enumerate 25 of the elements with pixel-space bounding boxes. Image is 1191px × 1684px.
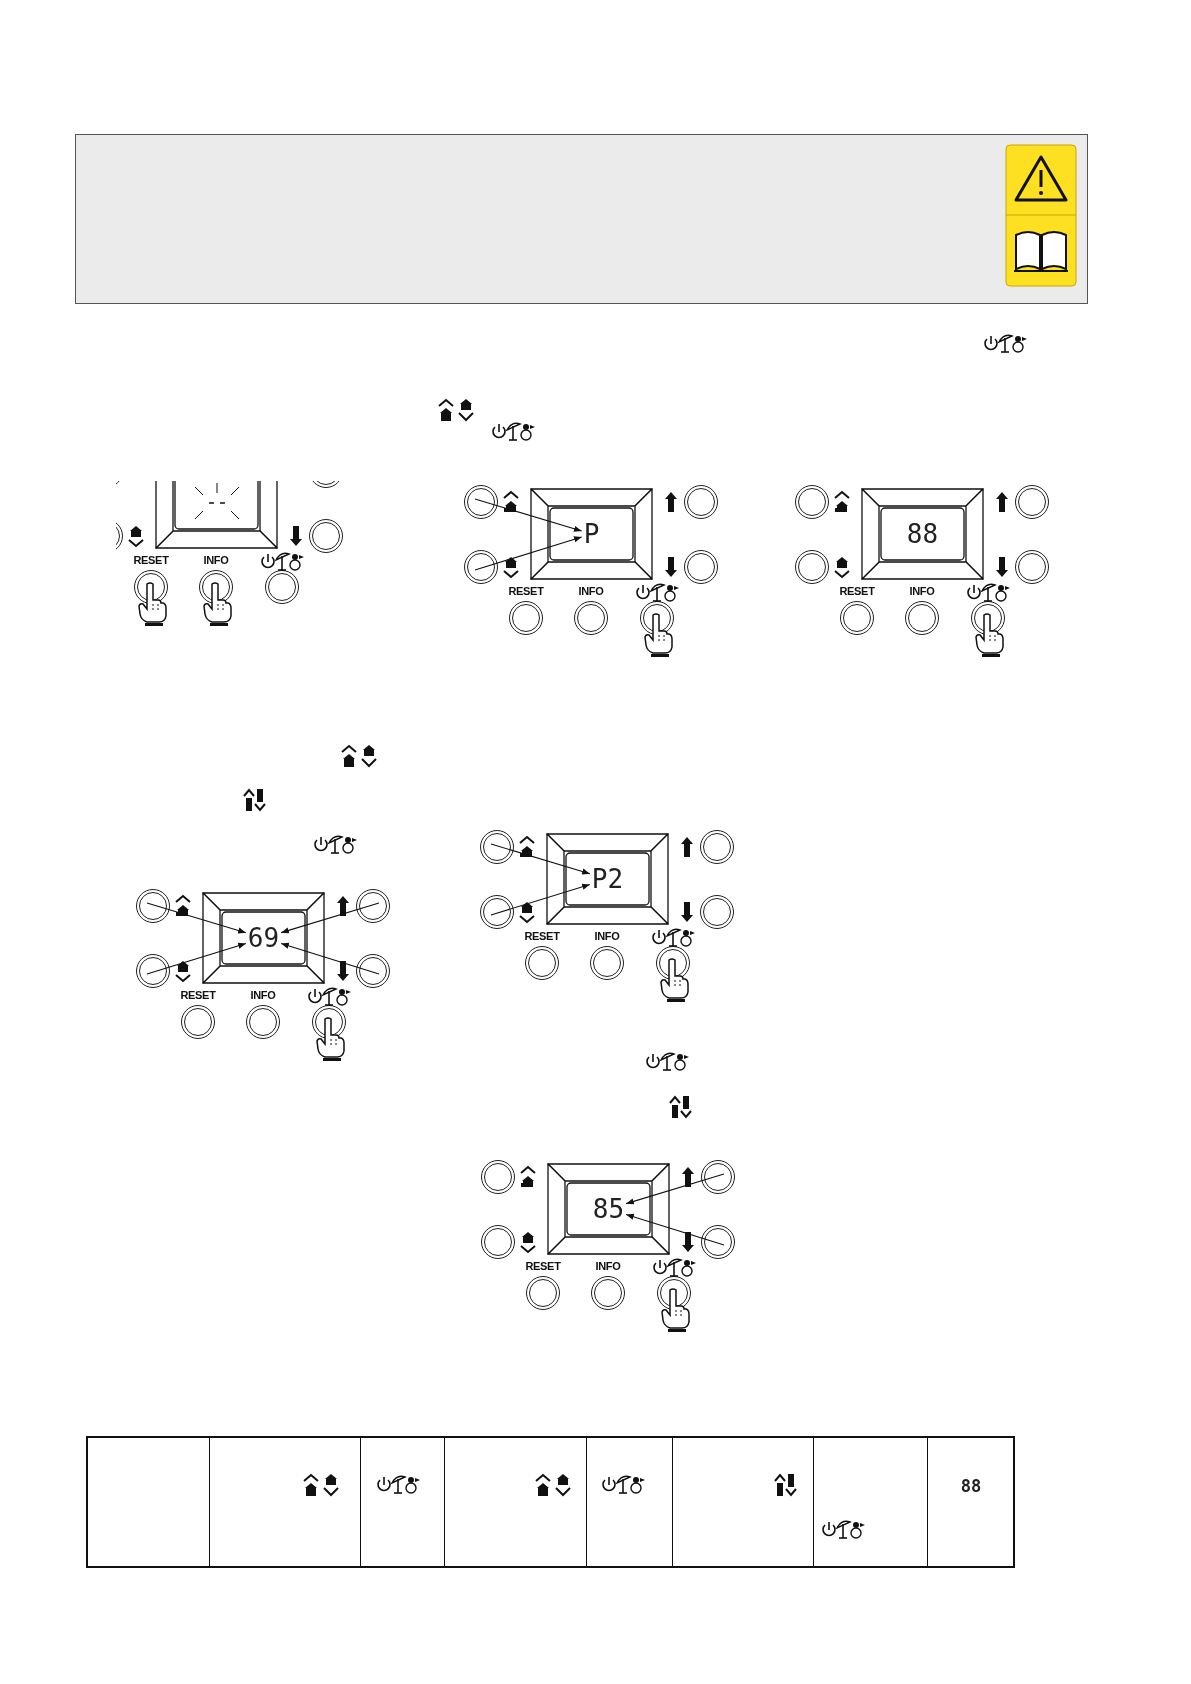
display-readout: 88 <box>906 520 939 548</box>
leader-arrow <box>474 536 583 571</box>
leader-arrow <box>280 902 380 934</box>
button-label: RESET <box>180 989 216 1001</box>
leader-arrow <box>625 1173 725 1205</box>
button-label: INFO <box>594 930 620 942</box>
button-label: INFO <box>250 989 276 1001</box>
leader-arrow <box>280 942 380 975</box>
leader-arrow <box>490 883 591 916</box>
button-label: INFO <box>203 554 229 566</box>
display-readout: 88 <box>960 1475 982 1498</box>
leader-arrow <box>474 498 583 532</box>
button-label: RESET <box>524 930 560 942</box>
leader-arrow <box>625 1213 725 1246</box>
button-label: INFO <box>595 1260 621 1272</box>
leader-arrow <box>490 843 591 875</box>
button-label: INFO <box>909 585 935 597</box>
display-readout: P <box>583 520 600 548</box>
leader-arrow <box>146 942 247 975</box>
button-label: RESET <box>525 1260 561 1272</box>
button-label: RESET <box>508 585 544 597</box>
button-label: INFO <box>578 585 604 597</box>
button-label: RESET <box>133 554 169 566</box>
leader-arrow <box>146 902 247 934</box>
button-label: RESET <box>839 585 875 597</box>
